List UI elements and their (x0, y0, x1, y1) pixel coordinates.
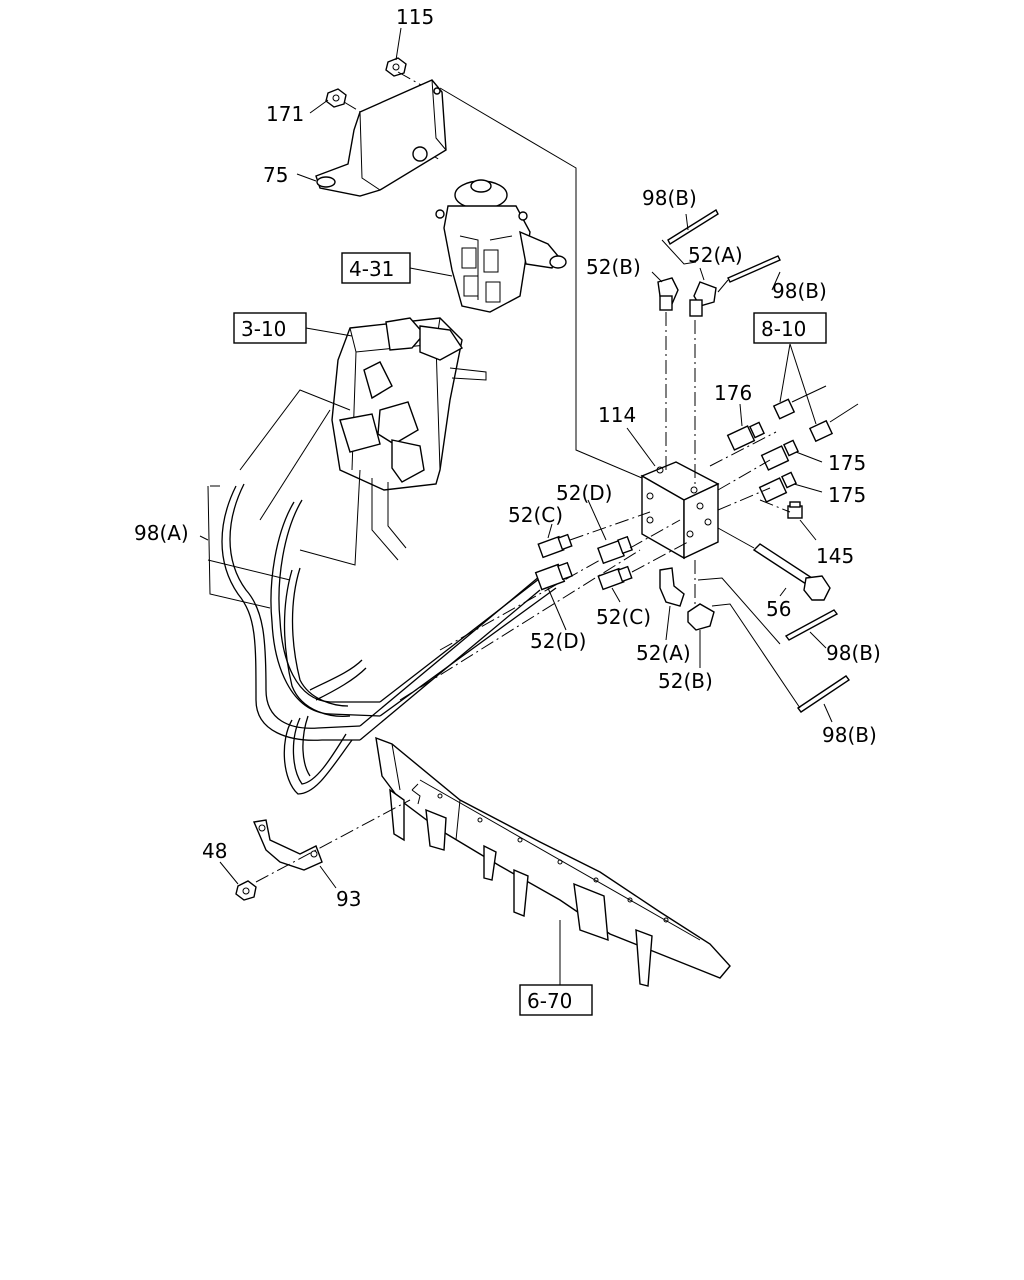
label-52d-upper: 52(D) (556, 481, 612, 505)
label-75: 75 (263, 163, 288, 187)
plug-145[interactable] (787, 501, 803, 519)
label-52a-upper: 52(A) (688, 243, 743, 267)
label-145: 145 (816, 544, 854, 568)
label-114: 114 (598, 403, 636, 427)
fitting-52a-upper[interactable] (689, 281, 717, 317)
bracket-93[interactable] (253, 819, 323, 871)
switch-175-a[interactable] (760, 439, 799, 471)
sensor-8-10-b[interactable] (808, 403, 859, 443)
pipe-98b-top[interactable] (667, 208, 719, 246)
label-52a-lower: 52(A) (636, 641, 691, 665)
fitting-52b-upper[interactable] (657, 277, 679, 311)
label-98a: 98(A) (134, 521, 189, 545)
pipe-98b-mid[interactable] (784, 609, 839, 641)
nut-115[interactable] (385, 57, 407, 77)
label-4-31: 4-31 (349, 257, 394, 281)
ref-box-8-10[interactable] (753, 312, 827, 344)
fitting-52b-lower[interactable] (687, 603, 715, 631)
fitting-52c-right[interactable] (597, 565, 633, 591)
label-8-10: 8-10 (761, 317, 806, 341)
label-48: 48 (202, 839, 227, 863)
switch-175-b[interactable] (758, 471, 797, 503)
label-98b-mid: 98(B) (826, 641, 881, 665)
nut-171[interactable] (325, 88, 347, 108)
label-52b-upper: 52(B) (586, 255, 641, 279)
ref-box-4-31[interactable] (341, 252, 411, 284)
label-52b-lower: 52(B) (658, 669, 713, 693)
bolt-56[interactable] (752, 543, 831, 601)
bracket-75[interactable] (315, 79, 447, 197)
label-3-10: 3-10 (241, 317, 286, 341)
chassis-frame (375, 736, 731, 987)
label-98b-low: 98(B) (822, 723, 877, 747)
label-98b-right: 98(B) (772, 279, 827, 303)
fitting-52d-lower[interactable] (534, 561, 573, 591)
label-98b-top: 98(B) (642, 186, 697, 210)
switch-176[interactable] (726, 403, 765, 451)
fuel-pump (435, 179, 567, 313)
nut-48[interactable] (235, 880, 257, 901)
label-175-a: 175 (828, 451, 866, 475)
ref-box-6-70[interactable] (519, 984, 593, 1016)
distribution-block-114[interactable] (640, 461, 720, 560)
label-6-70: 6-70 (527, 989, 572, 1013)
pipe-98b-low[interactable] (796, 675, 851, 713)
fitting-52a-lower[interactable] (659, 567, 685, 607)
fitting-52c-left[interactable] (537, 533, 573, 559)
pipe-98b-right[interactable] (727, 255, 781, 283)
label-93: 93 (336, 887, 361, 911)
label-115: 115 (396, 5, 434, 29)
sensor-8-10-a[interactable] (772, 385, 827, 420)
label-175-b: 175 (828, 483, 866, 507)
label-176: 176 (714, 381, 752, 405)
ref-box-3-10[interactable] (233, 312, 307, 344)
fitting-52d-upper[interactable] (597, 535, 633, 565)
label-52d-lower: 52(D) (530, 629, 586, 653)
pipe-bundle-98a[interactable] (221, 483, 381, 795)
valve-bracket-assembly (331, 317, 487, 561)
label-52c-right: 52(C) (596, 605, 651, 629)
label-56: 56 (766, 597, 791, 621)
label-52c-left: 52(C) (508, 503, 563, 527)
label-171: 171 (266, 102, 304, 126)
